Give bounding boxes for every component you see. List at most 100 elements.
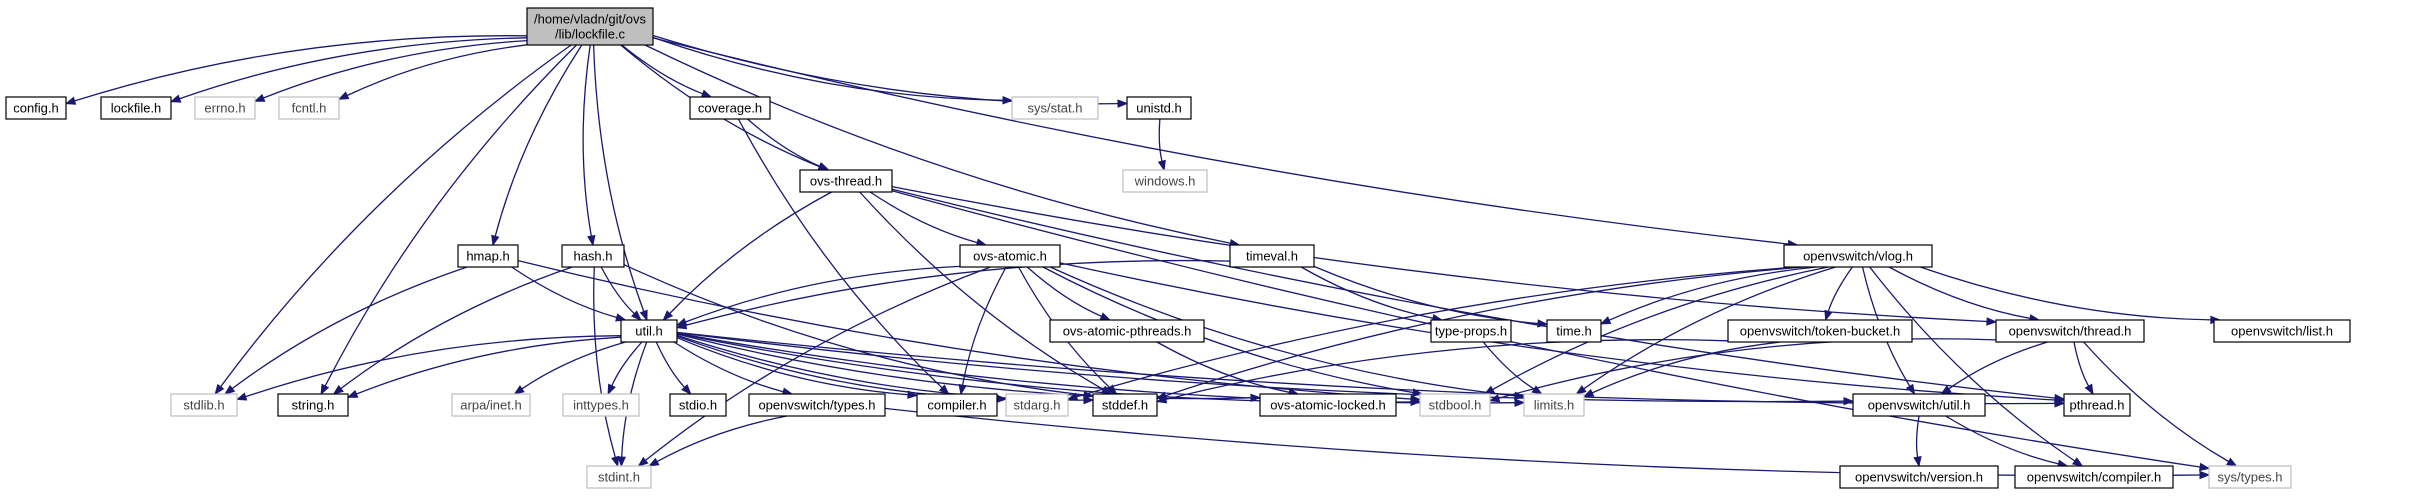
node-label: hash.h (573, 249, 612, 264)
arrowhead (631, 310, 642, 321)
edge-ovsthread-to-systypes (891, 190, 2211, 472)
node-label: coverage.h (698, 101, 762, 116)
arrowhead (491, 234, 500, 247)
arrowhead (681, 384, 692, 396)
node-unistd[interactable]: unistd.h (1126, 96, 1192, 120)
node-atomiclocked[interactable]: ovs-atomic-locked.h (1259, 393, 1397, 417)
arrowhead (637, 456, 649, 467)
node-fcntl: fcntl.h (278, 96, 340, 120)
node-hash[interactable]: hash.h (561, 244, 625, 268)
node-ovsthreadh[interactable]: openvswitch/thread.h (1995, 319, 2145, 343)
node-ovscompiler[interactable]: openvswitch/compiler.h (2014, 465, 2174, 489)
node-label: hmap.h (466, 249, 509, 264)
node-label: openvswitch/compiler.h (2027, 470, 2161, 485)
node-ovsthread[interactable]: ovs-thread.h (799, 169, 893, 193)
arrowhead (1940, 385, 1952, 395)
arrowhead (214, 383, 225, 396)
node-typeprops[interactable]: type-props.h (1430, 319, 1512, 343)
node-timeh[interactable]: time.h (1546, 319, 1602, 343)
node-label: stdint.h (598, 470, 640, 485)
node-box (194, 96, 256, 120)
node-box (526, 7, 654, 46)
node-ovstypes[interactable]: openvswitch/types.h (748, 393, 886, 417)
node-ovsutil[interactable]: openvswitch/util.h (1852, 393, 1986, 417)
node-version[interactable]: openvswitch/version.h (1839, 465, 1999, 489)
node-lockfile[interactable]: lockfile.h (100, 96, 172, 120)
node-label: ovs-atomic-locked.h (1270, 398, 1386, 413)
arrowhead (253, 93, 266, 102)
arrowhead (64, 96, 77, 105)
node-label: limits.h (1534, 398, 1574, 413)
node-compiler[interactable]: compiler.h (916, 393, 998, 417)
node-label: lockfile.h (111, 101, 162, 116)
edge-root-to-stdlib (214, 44, 572, 396)
node-box (1839, 465, 1999, 489)
edge-root-to-errno (253, 39, 528, 102)
node-label: unistd.h (1136, 101, 1182, 116)
node-vlog[interactable]: openvswitch/vlog.h (1783, 244, 1933, 268)
node-label: ovs-atomic-pthreads.h (1063, 324, 1192, 339)
node-label: pthread.h (2070, 398, 2125, 413)
edge-ovsthread-to-util (662, 191, 832, 321)
node-box (562, 393, 640, 417)
arrowhead (1410, 397, 1422, 407)
edge-root-to-lockfile (169, 37, 528, 103)
node-box (2063, 393, 2131, 417)
arrowhead (700, 89, 713, 98)
arrowhead (346, 389, 359, 398)
node-list[interactable]: openvswitch/list.h (2213, 319, 2351, 343)
node-config[interactable]: config.h (5, 96, 67, 120)
node-coverage[interactable]: coverage.h (689, 96, 771, 120)
node-box (561, 244, 625, 268)
node-ovsatomic[interactable]: ovs-atomic.h (959, 244, 1061, 268)
edge-root-to-vlog (652, 37, 1799, 249)
node-sysstat: sys/stat.h (1011, 96, 1099, 120)
edge-util-to-string (346, 336, 622, 398)
node-box (170, 393, 238, 417)
node-util[interactable]: util.h (620, 319, 678, 343)
node-label: string.h (292, 398, 335, 413)
arrowhead (662, 310, 674, 321)
node-tokenbucket[interactable]: openvswitch/token-bucket.h (1727, 319, 1913, 343)
nodes-layer: /home/vladn/git/ovs/lib/lockfile.c config… (5, 7, 2351, 489)
node-limits: limits.h (1523, 393, 1585, 417)
arrowhead (2054, 399, 2066, 408)
node-box (799, 169, 893, 193)
edge-util-to-stdio (655, 341, 692, 396)
edge-timeval-to-util (675, 259, 1231, 330)
node-label: arpa/inet.h (460, 398, 521, 413)
arrowhead (1986, 317, 1998, 326)
edge-ovsthread-to-stddef (859, 191, 1113, 395)
edge-util-to-atomiclocked (676, 333, 1262, 403)
edge-vlog-to-limits (1575, 266, 1836, 395)
node-systypes: sys/types.h (2208, 465, 2292, 489)
edge-ovsutil-to-version (1913, 415, 1922, 468)
node-stdint: stdint.h (586, 465, 652, 489)
node-box (1783, 244, 1933, 268)
node-box (1523, 393, 1585, 417)
arrowhead (320, 383, 330, 396)
node-inttypes: inttypes.h (562, 393, 640, 417)
node-timeval[interactable]: timeval.h (1229, 244, 1315, 268)
arrowhead (617, 456, 626, 468)
node-label: time.h (1556, 324, 1591, 339)
edge-ovsthreadh-to-stdbool (1488, 338, 1997, 403)
node-hmap[interactable]: hmap.h (457, 244, 519, 268)
edge-ovsatomic-to-stdint (637, 266, 991, 467)
edge-vlog-to-list (1919, 266, 2222, 325)
node-pthread[interactable]: pthread.h (2063, 393, 2131, 417)
arrowhead (1117, 99, 1129, 108)
arrowhead (1843, 396, 1855, 406)
node-root[interactable]: /home/vladn/git/ovs/lib/lockfile.c (526, 7, 654, 46)
node-label: util.h (635, 324, 662, 339)
edge-ovsthreadh-to-systypes (2083, 341, 2238, 467)
node-stdio[interactable]: stdio.h (669, 393, 727, 417)
node-label: stdio.h (679, 398, 717, 413)
node-box (1852, 393, 1986, 417)
edge-hash-to-util (600, 266, 642, 321)
node-stddef[interactable]: stddef.h (1092, 393, 1158, 417)
edge-tokenbucket-to-limits (1582, 341, 1781, 398)
node-box (1419, 393, 1491, 417)
node-atomicpthreads[interactable]: ovs-atomic-pthreads.h (1049, 319, 1205, 343)
node-string[interactable]: string.h (277, 393, 349, 417)
